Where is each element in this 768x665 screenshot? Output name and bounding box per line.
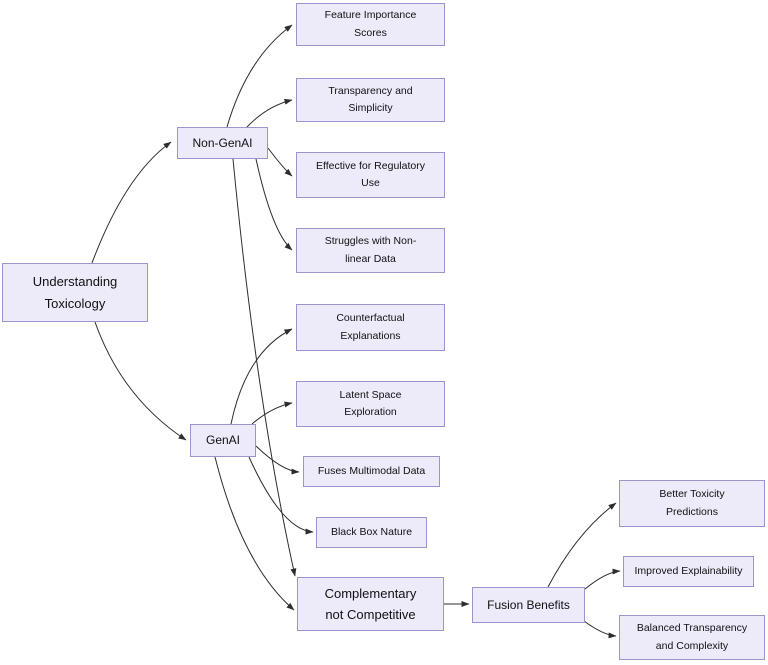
edge-non-genai-to-feature: [226, 24, 293, 128]
node-label-feature: Feature Importance Scores: [324, 9, 417, 39]
edge-root-to-genai: [94, 321, 187, 441]
edge-fusion-to-balanced: [583, 620, 617, 639]
edge-non-genai-to-complementary: [232, 158, 297, 577]
node-label-better: Better Toxicity Predictions: [659, 488, 725, 518]
node-non-genai[interactable]: Non-GenAI: [177, 127, 268, 159]
node-label-fuses: Fuses Multimodal Data: [317, 464, 426, 477]
edge-root-to-non-genai: [91, 141, 172, 264]
node-complementary[interactable]: Complementary not Competitive: [297, 577, 444, 631]
node-fuses[interactable]: Fuses Multimodal Data: [303, 456, 440, 487]
node-label-balanced: Balanced Transparency and Complexity: [636, 622, 748, 652]
node-better[interactable]: Better Toxicity Predictions: [619, 480, 765, 527]
node-label-regulatory: Effective for Regulatory Use: [316, 159, 425, 189]
node-fusion[interactable]: Fusion Benefits: [472, 587, 585, 623]
node-label-fusion: Fusion Benefits: [487, 597, 570, 612]
node-genai[interactable]: GenAI: [190, 424, 256, 457]
edge-genai-to-counterfactual: [230, 328, 293, 425]
node-struggles[interactable]: Struggles with Non- linear Data: [296, 228, 445, 273]
edge-non-genai-to-struggles: [255, 158, 293, 251]
node-label-latent: Latent Space Exploration: [339, 388, 402, 418]
node-regulatory[interactable]: Effective for Regulatory Use: [296, 152, 445, 198]
node-blackbox[interactable]: Black Box Nature: [316, 517, 427, 548]
node-balanced[interactable]: Balanced Transparency and Complexity: [619, 615, 765, 660]
node-label-transparency: Transparency and Simplicity: [328, 84, 413, 114]
node-improved[interactable]: Improved Explainability: [623, 556, 754, 587]
edge-fusion-to-improved: [584, 568, 621, 590]
node-label-struggles: Struggles with Non- linear Data: [324, 235, 417, 265]
node-transparency[interactable]: Transparency and Simplicity: [296, 78, 445, 122]
node-root[interactable]: Understanding Toxicology: [2, 263, 148, 322]
edge-non-genai-to-transparency: [246, 98, 293, 128]
node-label-complementary: Complementary not Competitive: [324, 585, 417, 622]
node-label-improved: Improved Explainability: [634, 564, 743, 577]
edge-non-genai-to-regulatory: [267, 147, 293, 177]
node-latent[interactable]: Latent Space Exploration: [296, 381, 445, 427]
node-counterfactual[interactable]: Counterfactual Explanations: [296, 304, 445, 351]
edge-fusion-to-better: [547, 502, 617, 588]
node-label-non-genai: Non-GenAI: [192, 135, 253, 150]
node-label-root: Understanding Toxicology: [32, 274, 118, 311]
node-feature[interactable]: Feature Importance Scores: [296, 3, 445, 46]
node-label-blackbox: Black Box Nature: [330, 525, 413, 538]
edge-genai-to-latent: [251, 401, 293, 425]
edge-genai-to-fuses: [255, 445, 300, 475]
edge-genai-to-complementary: [214, 456, 295, 611]
node-label-genai: GenAI: [205, 433, 241, 448]
node-label-counterfactual: Counterfactual Explanations: [336, 312, 405, 342]
